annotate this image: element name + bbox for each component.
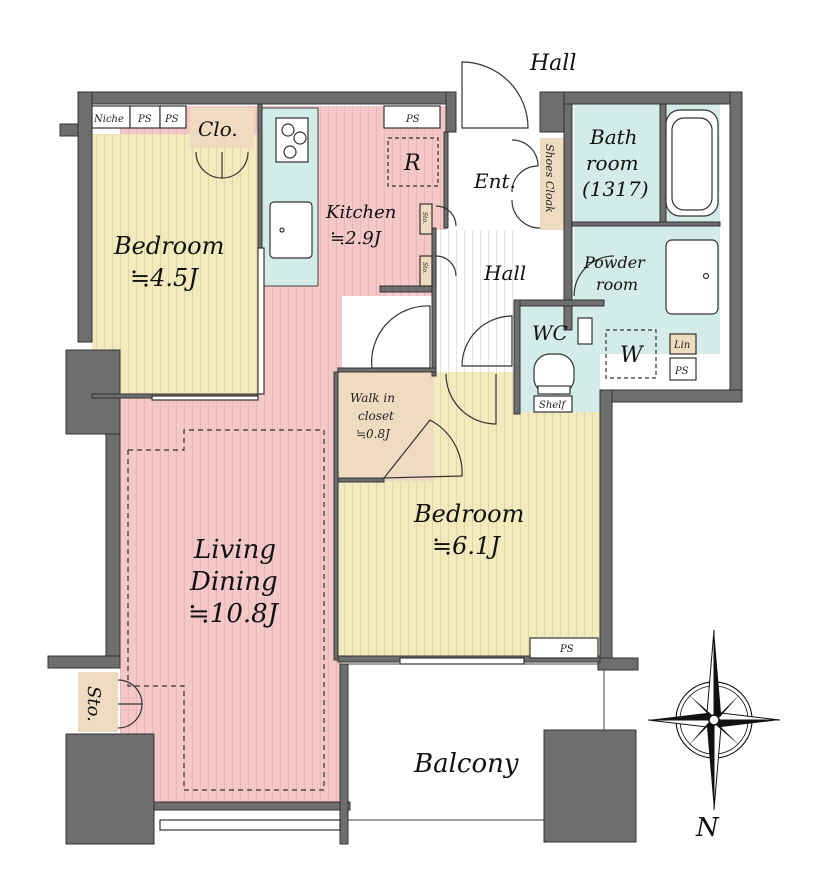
label-bedroom-right: Bedroom	[413, 500, 524, 528]
label-walkin-1: Walk in	[350, 391, 395, 405]
label-shoes-cloak: Shoes Cloak	[543, 144, 556, 213]
label-balcony: Balcony	[413, 749, 519, 779]
toilet-icon	[533, 317, 593, 395]
walkin-closet-floor	[338, 372, 434, 482]
label-sto-small-1: Sto.	[421, 212, 428, 224]
washbasin-icon	[665, 239, 719, 315]
label-sto-small-2: Sto.	[421, 262, 428, 274]
label-lin: Lin	[673, 340, 690, 351]
label-w: W	[620, 343, 645, 368]
bathtub-icon	[665, 109, 719, 217]
label-bedroom-left-area: ≒4.5J	[130, 264, 199, 292]
label-bath-1: Bath	[589, 125, 638, 149]
label-kitchen: Kitchen	[325, 202, 396, 223]
walls	[47, 91, 743, 845]
label-ent: Ent.	[473, 169, 516, 193]
label-bedroom-left: Bedroom	[113, 232, 224, 260]
label-ps-4: PS	[674, 366, 689, 377]
label-shelf: Shelf	[539, 400, 567, 411]
label-r: R	[403, 151, 421, 176]
label-clo: Clo.	[198, 117, 238, 141]
label-bath-2: room	[586, 151, 639, 175]
stove-icon	[275, 117, 309, 163]
label-ps-2: PS	[164, 114, 179, 125]
label-hall-inner: Hall	[483, 261, 526, 285]
label-hall-outer: Hall	[529, 51, 576, 76]
label-dining: Dining	[189, 567, 278, 597]
label-living: Living	[193, 535, 276, 565]
compass-rose-icon	[647, 629, 781, 811]
label-north: N	[695, 813, 720, 843]
label-ps-3: PS	[405, 114, 420, 125]
storage-floor	[78, 672, 118, 732]
sink-icon	[269, 201, 313, 259]
shoes-cloak-floor	[540, 138, 564, 230]
label-walkin-2: closet	[358, 409, 394, 423]
label-powder-1: Powder	[583, 253, 646, 272]
label-ps-5: PS	[559, 644, 574, 655]
label-kitchen-area: ≒2.9J	[330, 228, 383, 249]
label-living-area: ≒10.8J	[188, 599, 280, 629]
label-sto: Sto.	[83, 686, 104, 722]
label-niche: Niche	[93, 114, 124, 125]
label-ps-1: PS	[137, 114, 152, 125]
label-wc: WC	[532, 321, 568, 345]
label-bath-3: (1317)	[582, 177, 649, 201]
label-walkin-area: ≒0.8J	[356, 427, 391, 441]
label-powder-2: room	[596, 275, 638, 294]
fixtures	[91, 61, 697, 831]
entrance-floor	[446, 138, 540, 230]
label-bedroom-right-area: ≒6.1J	[432, 532, 501, 560]
hall-floor	[436, 230, 514, 372]
closet-floor	[190, 108, 254, 148]
